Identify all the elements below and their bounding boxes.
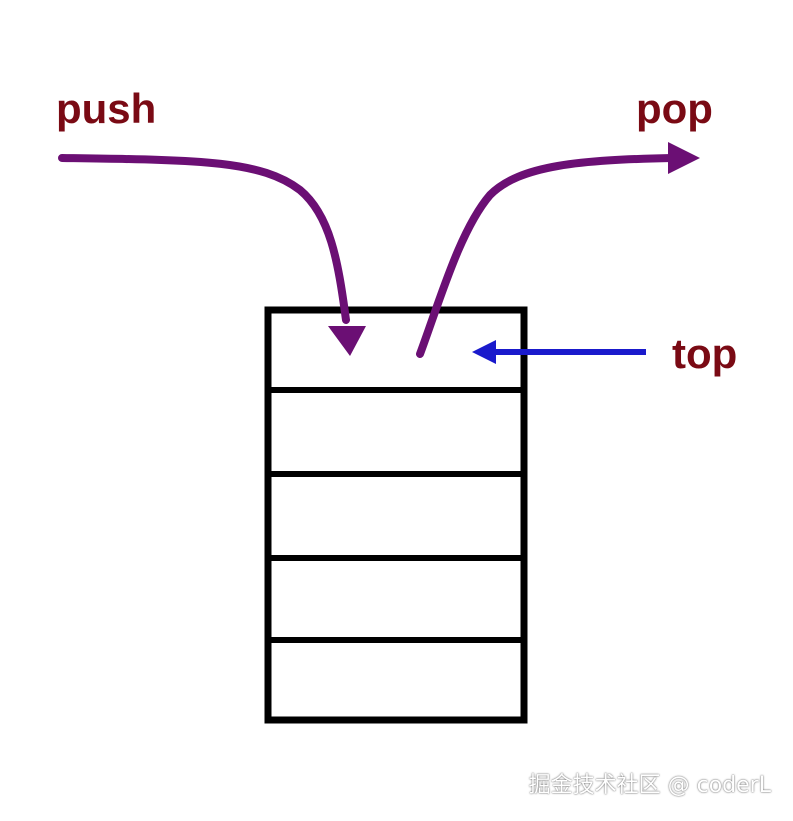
stack-outline	[264, 306, 528, 724]
stack	[264, 306, 528, 724]
push-label: push	[56, 85, 157, 132]
top-pointer-arrow	[472, 340, 646, 364]
top-label: top	[672, 330, 738, 377]
pop-arrowhead	[668, 142, 700, 174]
watermark: 掘金技术社区 @ coderL	[528, 773, 771, 798]
push-arrowhead	[328, 326, 366, 356]
push-arrow	[58, 154, 366, 356]
pop-label: pop	[636, 85, 713, 132]
pop-arrow	[416, 142, 700, 358]
top-arrowhead	[472, 340, 496, 364]
